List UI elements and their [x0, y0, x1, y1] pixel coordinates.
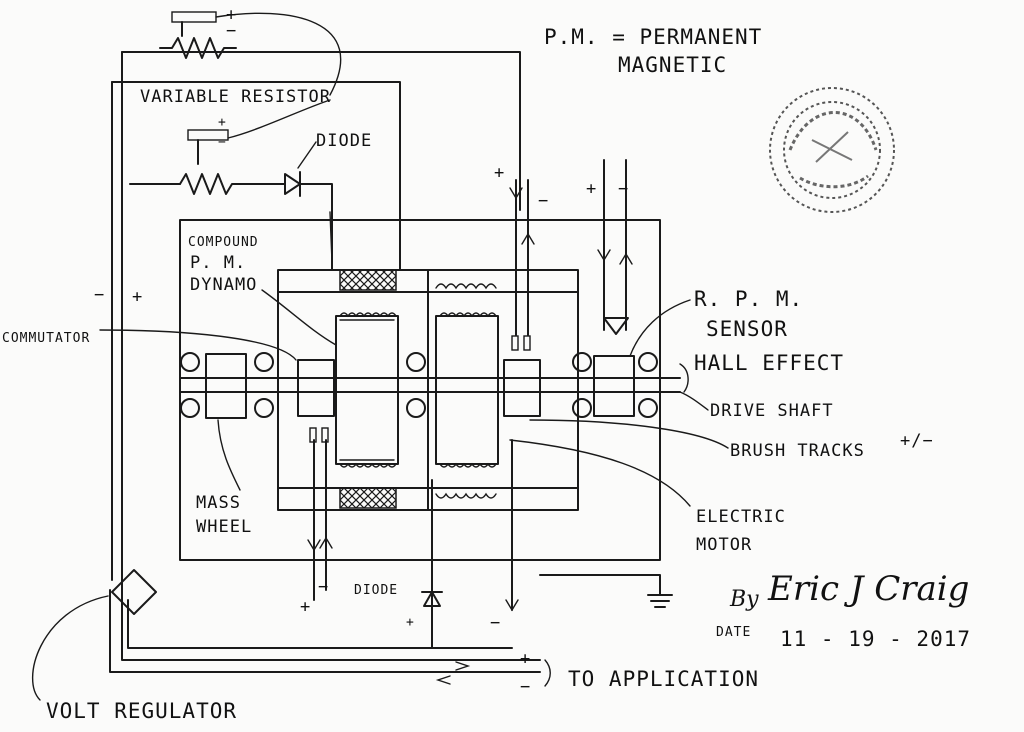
variable-resistor-label: VARIABLE RESISTOR	[140, 87, 331, 107]
polarity-plus: +	[586, 179, 597, 199]
polarity-minus: −	[226, 21, 237, 41]
variable-resistor-middle	[171, 99, 331, 195]
bearings-and-commutators	[180, 317, 658, 443]
brush-tracks-label: BRUSH TRACKS	[730, 441, 865, 461]
electric-motor-label-1: ELECTRIC	[696, 507, 786, 527]
compound-label-1: COMPOUND	[188, 235, 259, 250]
pm-legend-line-1: P.M. = PERMANENT	[544, 25, 762, 49]
polarity-plus: +	[226, 5, 237, 25]
main-housing	[179, 219, 681, 561]
polarity-minus: −	[538, 191, 549, 211]
electric-motor-label-2: MOTOR	[696, 535, 752, 555]
polarity-minus: −	[490, 613, 501, 633]
compound-label-2: P. M.	[190, 253, 246, 273]
diode-top-symbol	[284, 141, 317, 197]
by-label: By	[729, 587, 759, 612]
polarity-plus: +	[132, 287, 143, 307]
brush-tracks-sign: +/−	[900, 431, 934, 451]
polarity-minus: −	[218, 135, 227, 150]
polarity-plus: +	[494, 163, 505, 183]
date-value: 11 - 19 - 2017	[780, 627, 971, 651]
volt-regulator-symbol	[32, 569, 157, 701]
mass-wheel-label-1: MASS	[196, 493, 241, 513]
polarity-plus: +	[406, 615, 415, 630]
diode-bottom-label: DIODE	[354, 583, 398, 598]
diode-bottom-symbol	[421, 591, 443, 607]
pm-legend-line-2: MAGNETIC	[618, 53, 727, 77]
motor-coils	[435, 283, 499, 499]
outer-wiring	[109, 51, 673, 673]
label-leaders	[99, 211, 729, 687]
polarity-minus: −	[94, 285, 105, 305]
commutator-label: COMMUTATOR	[2, 331, 90, 346]
polarity-minus: −	[520, 677, 531, 697]
drive-shaft-label: DRIVE SHAFT	[710, 401, 834, 421]
polarity-minus: −	[318, 577, 329, 597]
author-signature: Eric J Craig	[767, 569, 969, 609]
date-label: DATE	[716, 625, 751, 640]
polarity-plus: +	[218, 115, 227, 130]
hall-effect-label: HALL EFFECT	[694, 351, 844, 375]
polarity-plus: +	[300, 597, 311, 617]
dynamo-coils	[335, 269, 399, 509]
variable-resistor-top	[159, 11, 342, 96]
polarity-marks: + − + − + − + − − + + − + − + −	[94, 5, 629, 697]
polarity-plus: +	[520, 649, 531, 669]
notary-seal	[769, 87, 895, 213]
current-arrows	[307, 187, 633, 685]
rpm-label-1: R. P. M.	[694, 287, 803, 311]
diode-top-label: DIODE	[316, 131, 372, 151]
mass-wheel-label-2: WHEEL	[196, 517, 252, 537]
compound-label-3: DYNAMO	[190, 275, 257, 295]
polarity-minus: −	[618, 179, 629, 199]
rpm-label-2: SENSOR	[706, 317, 788, 341]
text-labels: P.M. = PERMANENT MAGNETIC VARIABLE RESIS…	[2, 25, 971, 723]
volt-regulator-label: VOLT REGULATOR	[46, 699, 237, 723]
to-application-label: TO APPLICATION	[568, 667, 759, 691]
